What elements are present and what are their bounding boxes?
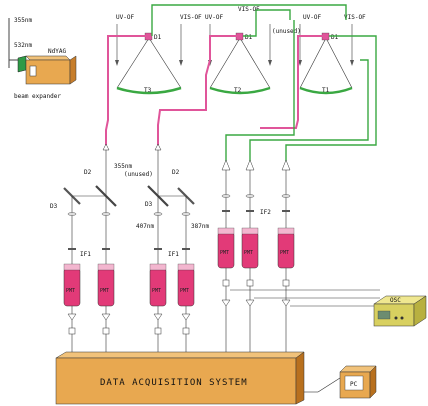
pmt-vis-3-label: PMT: [280, 250, 289, 256]
t3-label: T3: [144, 87, 152, 94]
vis-receiver: IF2: [221, 159, 291, 230]
telescope-t1: D1 T1 UV-OF VIS-OF: [298, 14, 366, 95]
vis-fibers: [151, 4, 377, 165]
vis-if2-label: IF2: [260, 209, 271, 216]
uv-fibers: [105, 35, 326, 150]
beam-expander-shape: [17, 55, 27, 73]
ndyag-label: NdYAG: [48, 48, 66, 55]
wl-532-label: 532nm: [14, 42, 32, 49]
laser-source: 355nm 532nm NdYAG beam expander: [8, 17, 77, 100]
t2-uv-of-label: UV-OF: [205, 14, 223, 21]
pmt-uv-2: PMT: [97, 263, 115, 307]
uv-receiver: D2 D2 355nm (unused) D3 D3 407nm 387nm I…: [50, 143, 209, 264]
pmt-vis-2-label: PMT: [244, 250, 253, 256]
pmt-vis-1: PMT: [217, 227, 235, 269]
t2-label: T2: [234, 87, 242, 94]
beam-expander-label: beam expander: [14, 93, 61, 100]
amplifiers: [67, 279, 291, 335]
signal-lines: [71, 268, 380, 352]
pmt-uv-3: PMT: [149, 263, 167, 307]
pmt-uv-2-label: PMT: [100, 288, 109, 294]
t3-d1-label: D1: [154, 34, 162, 41]
osc-screen: [377, 310, 391, 320]
t3-uv-of-label: UV-OF: [116, 14, 134, 21]
pmt-group: PMT PMT PMT PMT PMT PMT: [63, 227, 295, 307]
t1-label: T1: [322, 87, 330, 94]
telescope-t3: D1 T3 UV-OF VIS-OF: [115, 14, 202, 95]
daq-box: DATA ACQUISITION SYSTEM: [55, 351, 305, 405]
uv-if1-right-label: IF1: [168, 251, 179, 258]
telescope-t2: D1 T2 UV-OF VIS-OF: [205, 6, 272, 95]
t1-d1-label: D1: [331, 34, 339, 41]
osc-label: OSC: [390, 297, 401, 304]
t3-vis-of-label: VIS-OF: [180, 14, 202, 21]
pmt-uv-4-label: PMT: [180, 288, 189, 294]
pc: PC: [304, 365, 377, 399]
uv-d2-left-label: D2: [84, 169, 92, 176]
pmt-uv-3-label: PMT: [152, 288, 161, 294]
pmt-uv-1-label: PMT: [66, 288, 75, 294]
wl-355-label: 355nm: [14, 17, 32, 24]
t1-uv-of-label: UV-OF: [303, 14, 321, 21]
pmt-uv-4: PMT: [177, 263, 195, 307]
t2-d1-label: D1: [245, 34, 253, 41]
uv-d3-right-label: D3: [145, 201, 153, 208]
pmt-vis-3: PMT: [277, 227, 295, 269]
unused-top-label: (unused): [272, 28, 301, 35]
pmt-vis-2: PMT: [241, 227, 259, 269]
uv-387nm-label: 387nm: [191, 223, 209, 230]
daq-label: DATA ACQUISITION SYSTEM: [100, 378, 248, 388]
uv-unused-label: (unused): [124, 171, 153, 178]
uv-d2-right-label: D2: [172, 169, 180, 176]
uv-d3-left-label: D3: [50, 203, 58, 210]
pmt-uv-1: PMT: [63, 263, 81, 307]
pc-label: PC: [350, 381, 358, 388]
uv-407nm-label: 407nm: [136, 223, 154, 230]
t2-vis-of-label: VIS-OF: [238, 6, 260, 13]
oscilloscope: OSC: [373, 295, 427, 327]
pmt-vis-1-label: PMT: [220, 250, 229, 256]
t1-vis-of-label: VIS-OF: [344, 14, 366, 21]
uv-if1-left-label: IF1: [80, 251, 91, 258]
uv-355nm-label: 355nm: [114, 163, 132, 170]
